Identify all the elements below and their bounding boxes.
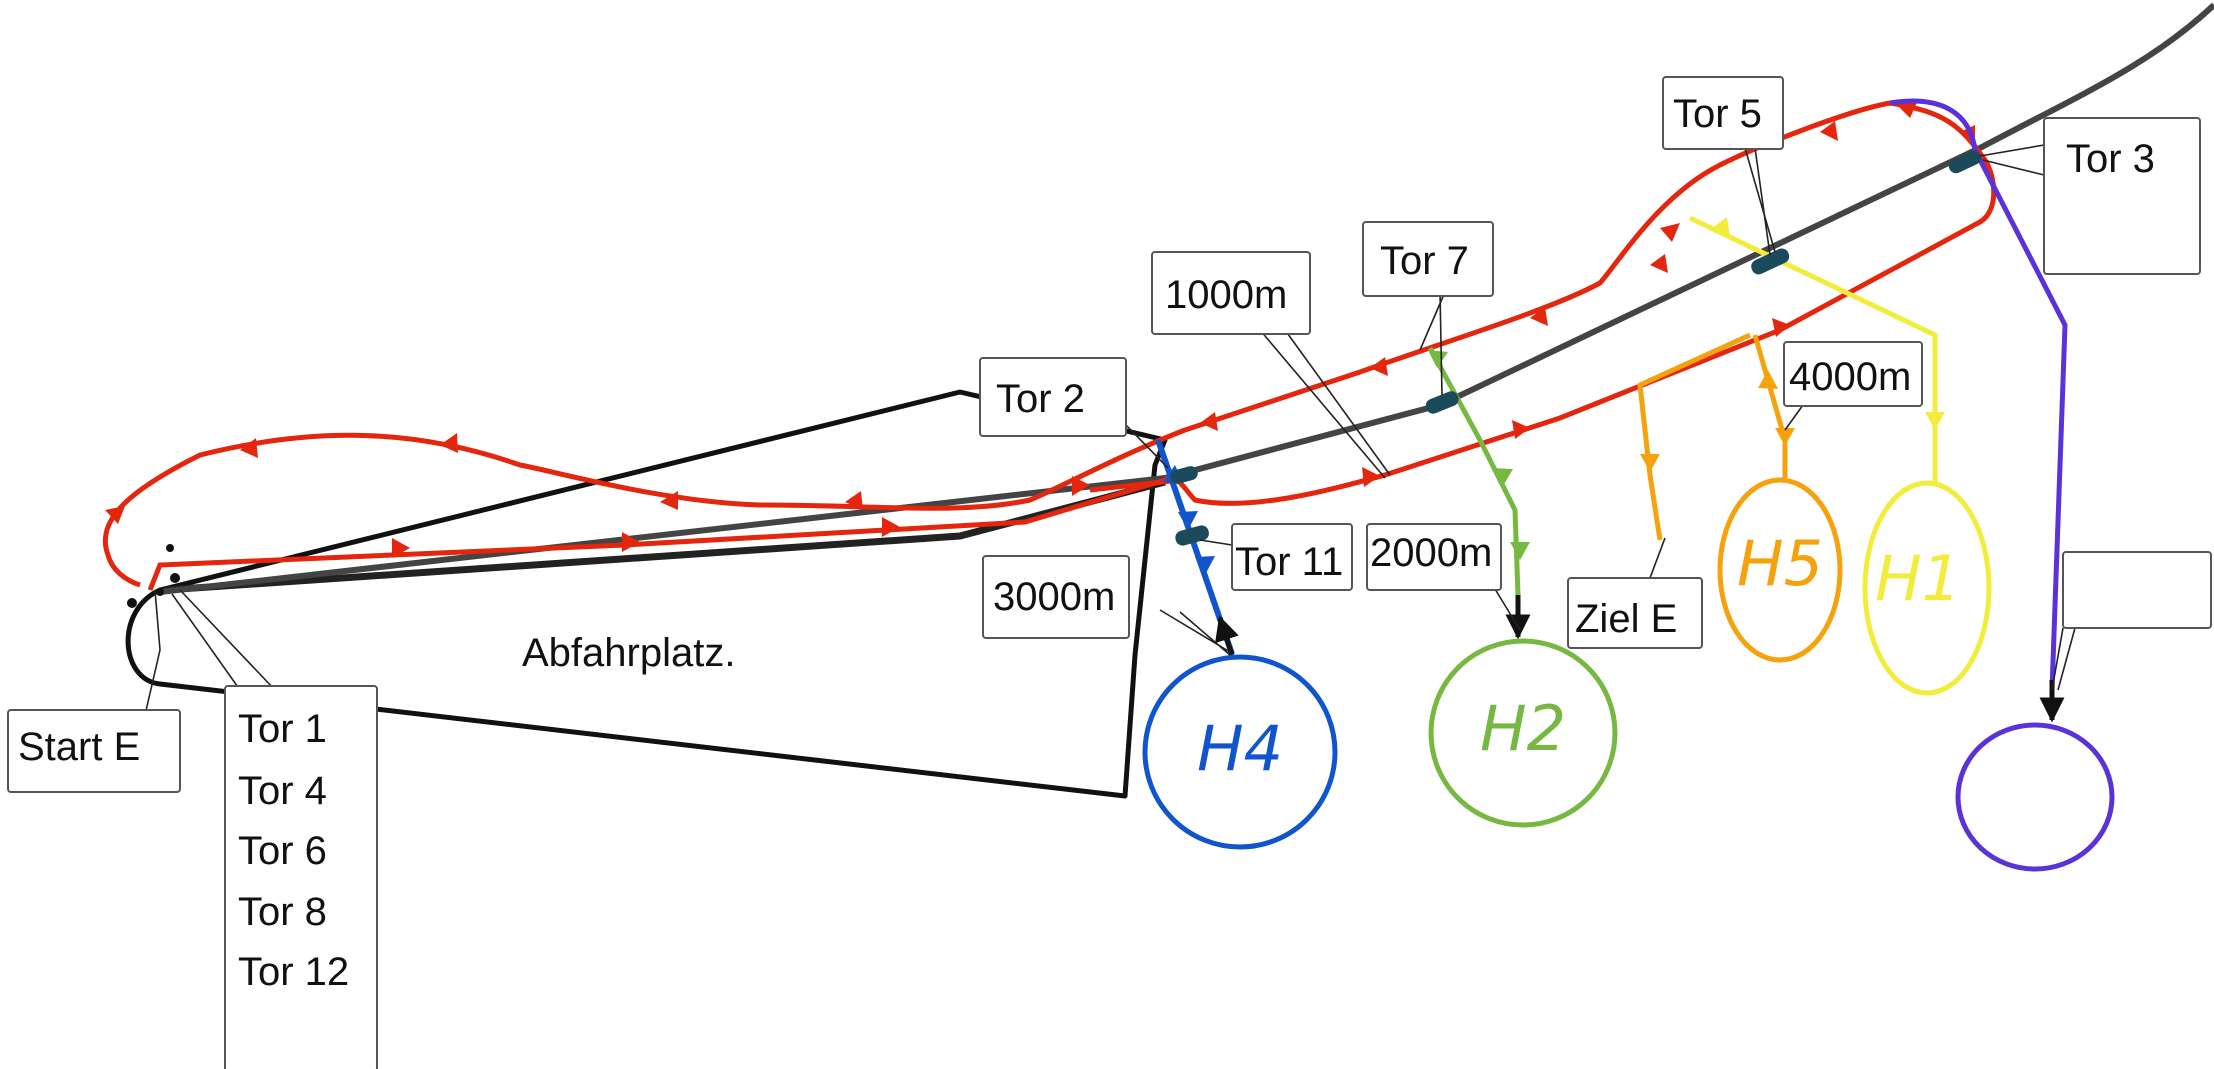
callout-4000m: 4000m bbox=[1783, 341, 1923, 407]
gate-marker-tor-7 bbox=[1425, 391, 1459, 414]
label-tor-4: Tor 4 bbox=[238, 769, 327, 813]
label-2000m: 2000m bbox=[1370, 531, 1492, 575]
callout-1000m: 1000m bbox=[1151, 251, 1311, 335]
label-tor-8: Tor 8 bbox=[238, 890, 327, 934]
hangar-h5-label: H5 bbox=[1737, 527, 1823, 600]
gate-marker-tor-3 bbox=[1948, 150, 1982, 174]
hangar-h2[interactable] bbox=[1428, 638, 1618, 828]
label-tor-2: Tor 2 bbox=[996, 377, 1085, 421]
gate-marker-tor-5 bbox=[1751, 248, 1790, 275]
route-h4-arrows bbox=[1163, 465, 1215, 575]
label-start-e: Start E bbox=[18, 725, 140, 769]
route-h2-arrows bbox=[1428, 350, 1530, 560]
callout-3000m: 3000m bbox=[982, 555, 1130, 639]
route-h1-arrows bbox=[1712, 217, 1945, 430]
callout-tor-7: Tor 7 bbox=[1362, 221, 1494, 297]
label-tor-11: Tor 11 bbox=[1235, 540, 1343, 584]
callout-tor-2: Tor 2 bbox=[979, 357, 1127, 437]
label-3000m: 3000m bbox=[993, 575, 1115, 619]
route-h5-arrows bbox=[1640, 370, 1795, 472]
label-4000m: 4000m bbox=[1789, 355, 1911, 399]
hangar-h2-label: H2 bbox=[1480, 692, 1566, 765]
callout-ziel-e: Ziel E bbox=[1567, 577, 1703, 649]
label-tor-1: Tor 1 bbox=[238, 707, 327, 751]
hangar-h4-label: H4 bbox=[1197, 712, 1283, 785]
label-abfahrplatz: Abfahrplatz. bbox=[522, 631, 735, 675]
callout-2000m: 2000m bbox=[1366, 523, 1502, 591]
label-1000m: 1000m bbox=[1165, 273, 1287, 317]
hangar-unlabeled[interactable] bbox=[1955, 722, 2115, 872]
main-route-outbound bbox=[147, 100, 1997, 591]
label-tor-12: Tor 12 bbox=[238, 950, 349, 994]
callout-start-e: Start E bbox=[7, 709, 181, 793]
hangar-h4[interactable] bbox=[1142, 654, 1338, 850]
route-purple bbox=[1889, 98, 2068, 691]
callout-tor-list: Tor 1 Tor 4 Tor 6 Tor 8 Tor 12 bbox=[224, 685, 378, 1069]
label-ziel-e: Ziel E bbox=[1575, 597, 1677, 641]
h4-entry-arrow bbox=[1215, 615, 1239, 656]
callout-tor-11: Tor 11 bbox=[1231, 523, 1353, 591]
hangar-h1[interactable] bbox=[1862, 480, 1992, 696]
route-h5 bbox=[1637, 332, 1788, 541]
start-dots bbox=[127, 544, 180, 608]
runway-line bbox=[159, 2, 2214, 595]
label-tor-6: Tor 6 bbox=[238, 829, 327, 873]
hangar-h5[interactable] bbox=[1717, 477, 1843, 663]
main-route-return bbox=[102, 100, 1891, 588]
hangar-h1-label: H1 bbox=[1875, 542, 1961, 615]
apron-outline bbox=[125, 389, 1168, 799]
callout-tor-3: Tor 3 bbox=[2043, 117, 2201, 275]
label-tor-3: Tor 3 bbox=[2066, 137, 2155, 181]
callout-empty bbox=[2062, 551, 2212, 629]
label-tor-7: Tor 7 bbox=[1380, 239, 1469, 283]
label-tor-5: Tor 5 bbox=[1673, 92, 1762, 136]
route-arrows bbox=[105, 100, 1975, 558]
main-route bbox=[102, 100, 1997, 591]
leader-lines bbox=[144, 144, 2076, 716]
gate-marker-tor-2 bbox=[1170, 466, 1198, 484]
callout-tor-5: Tor 5 bbox=[1662, 76, 1784, 150]
